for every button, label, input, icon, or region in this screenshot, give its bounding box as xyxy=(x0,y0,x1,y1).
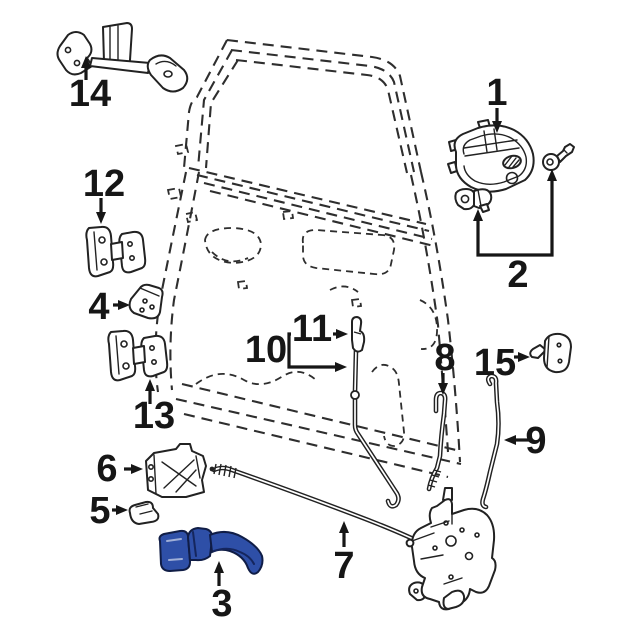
interior-door-handle-highlighted-drawing xyxy=(158,526,264,575)
callout-1-label: 1 xyxy=(486,72,507,114)
callout-11-label: 11 xyxy=(292,308,332,350)
callout-1: 1 xyxy=(486,72,508,133)
clip-drawing xyxy=(128,500,160,525)
door-latch-assembly-drawing xyxy=(405,487,497,611)
callout-3-label: 3 xyxy=(211,583,232,625)
lock-cylinder-rod-drawing xyxy=(480,373,501,510)
callout-6: 6 xyxy=(96,448,143,490)
callout-5: 5 xyxy=(89,490,128,532)
latch-release-rod-drawing xyxy=(426,390,448,492)
callout-2-label: 2 xyxy=(507,254,528,296)
callout-15: 15 xyxy=(474,342,530,384)
callout-15-label: 15 xyxy=(474,342,516,384)
door-panel-drawing xyxy=(154,38,462,479)
callout-12: 12 xyxy=(83,163,125,224)
callout-8: 8 xyxy=(434,337,456,395)
callout-14: 14 xyxy=(69,56,111,115)
callout-13: 13 xyxy=(133,379,175,437)
callout-8-label: 8 xyxy=(434,337,455,379)
callout-9: 9 xyxy=(504,420,547,462)
lock-knob-drawing xyxy=(529,332,572,374)
callout-5-label: 5 xyxy=(89,490,110,532)
callout-10-11: 10 11 xyxy=(245,308,348,372)
callout-7-label: 7 xyxy=(333,545,354,587)
callout-2: 2 xyxy=(473,169,557,296)
callout-4-label: 4 xyxy=(88,286,109,328)
callout-14-label: 14 xyxy=(69,73,111,115)
hinge-bracket-drawing xyxy=(128,283,164,320)
callout-12-label: 12 xyxy=(83,163,125,205)
door-check-strap-drawing xyxy=(56,22,189,93)
lock-rod-drawing xyxy=(350,315,401,509)
callout-4: 4 xyxy=(88,286,130,328)
latch-bracket-drawing xyxy=(145,443,207,498)
lock-cylinder-drawing xyxy=(454,188,493,213)
callout-10-label: 10 xyxy=(245,329,287,371)
callout-7: 7 xyxy=(333,521,355,587)
exterior-door-handle-drawing xyxy=(447,119,535,193)
upper-door-hinge-drawing xyxy=(85,225,147,278)
callout-3: 3 xyxy=(211,561,233,625)
callout-9-label: 9 xyxy=(525,420,546,462)
callout-13-label: 13 xyxy=(133,395,175,437)
callout-6-label: 6 xyxy=(96,448,117,490)
lower-door-hinge-drawing xyxy=(107,329,169,382)
key-drawing xyxy=(542,143,575,171)
